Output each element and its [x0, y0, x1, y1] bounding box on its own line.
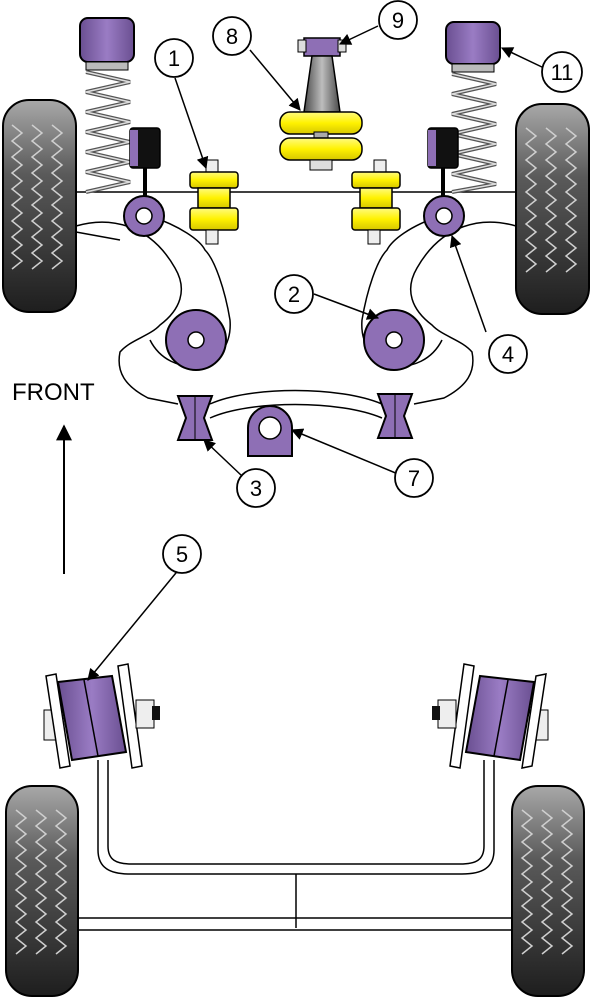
front-left-tyre — [3, 100, 76, 312]
bush-1-right — [352, 160, 400, 244]
rear-right-tyre — [512, 786, 584, 996]
front-left-strut — [80, 18, 134, 192]
callout-label: 2 — [288, 282, 300, 307]
bush-4-right — [424, 196, 464, 236]
bush-3-right — [378, 394, 412, 438]
bush-4-left — [124, 196, 164, 236]
callout-label: 9 — [392, 8, 404, 33]
callout-4: 4 — [489, 335, 527, 373]
callout-label: 4 — [502, 342, 514, 367]
bush-3-left — [178, 396, 212, 440]
bush-7 — [248, 406, 292, 456]
rear-beam — [78, 760, 512, 930]
callout-1: 1 — [155, 39, 193, 77]
drop-link-left — [130, 128, 160, 205]
callout-3: 3 — [237, 469, 275, 507]
top-mount-bush-right — [446, 22, 500, 64]
bush-5-right — [432, 664, 548, 768]
engine-mount-8 — [280, 38, 362, 170]
bush-2-left — [166, 310, 226, 370]
rear-left-tyre — [6, 786, 78, 996]
callout-label: 5 — [176, 542, 188, 567]
callout-label: 11 — [551, 60, 574, 85]
callout-7: 7 — [395, 459, 433, 497]
callout-label: 8 — [226, 24, 238, 49]
bush-5-left — [44, 664, 160, 768]
front-lower-arms — [76, 216, 516, 418]
callout-5: 5 — [163, 535, 201, 573]
callout-2: 2 — [275, 275, 313, 313]
callout-9: 9 — [379, 1, 417, 39]
callout-8: 8 — [213, 17, 251, 55]
front-right-tyre — [516, 104, 589, 314]
bush-1-left — [190, 160, 238, 244]
callout-label: 1 — [168, 46, 180, 71]
callout-label: 7 — [408, 466, 420, 491]
front-label: FRONT — [12, 379, 95, 406]
bush-2-right — [364, 310, 424, 370]
callout-label: 3 — [250, 476, 262, 501]
callout-11: 11 — [542, 52, 582, 92]
top-mount-bush-left — [80, 18, 134, 62]
